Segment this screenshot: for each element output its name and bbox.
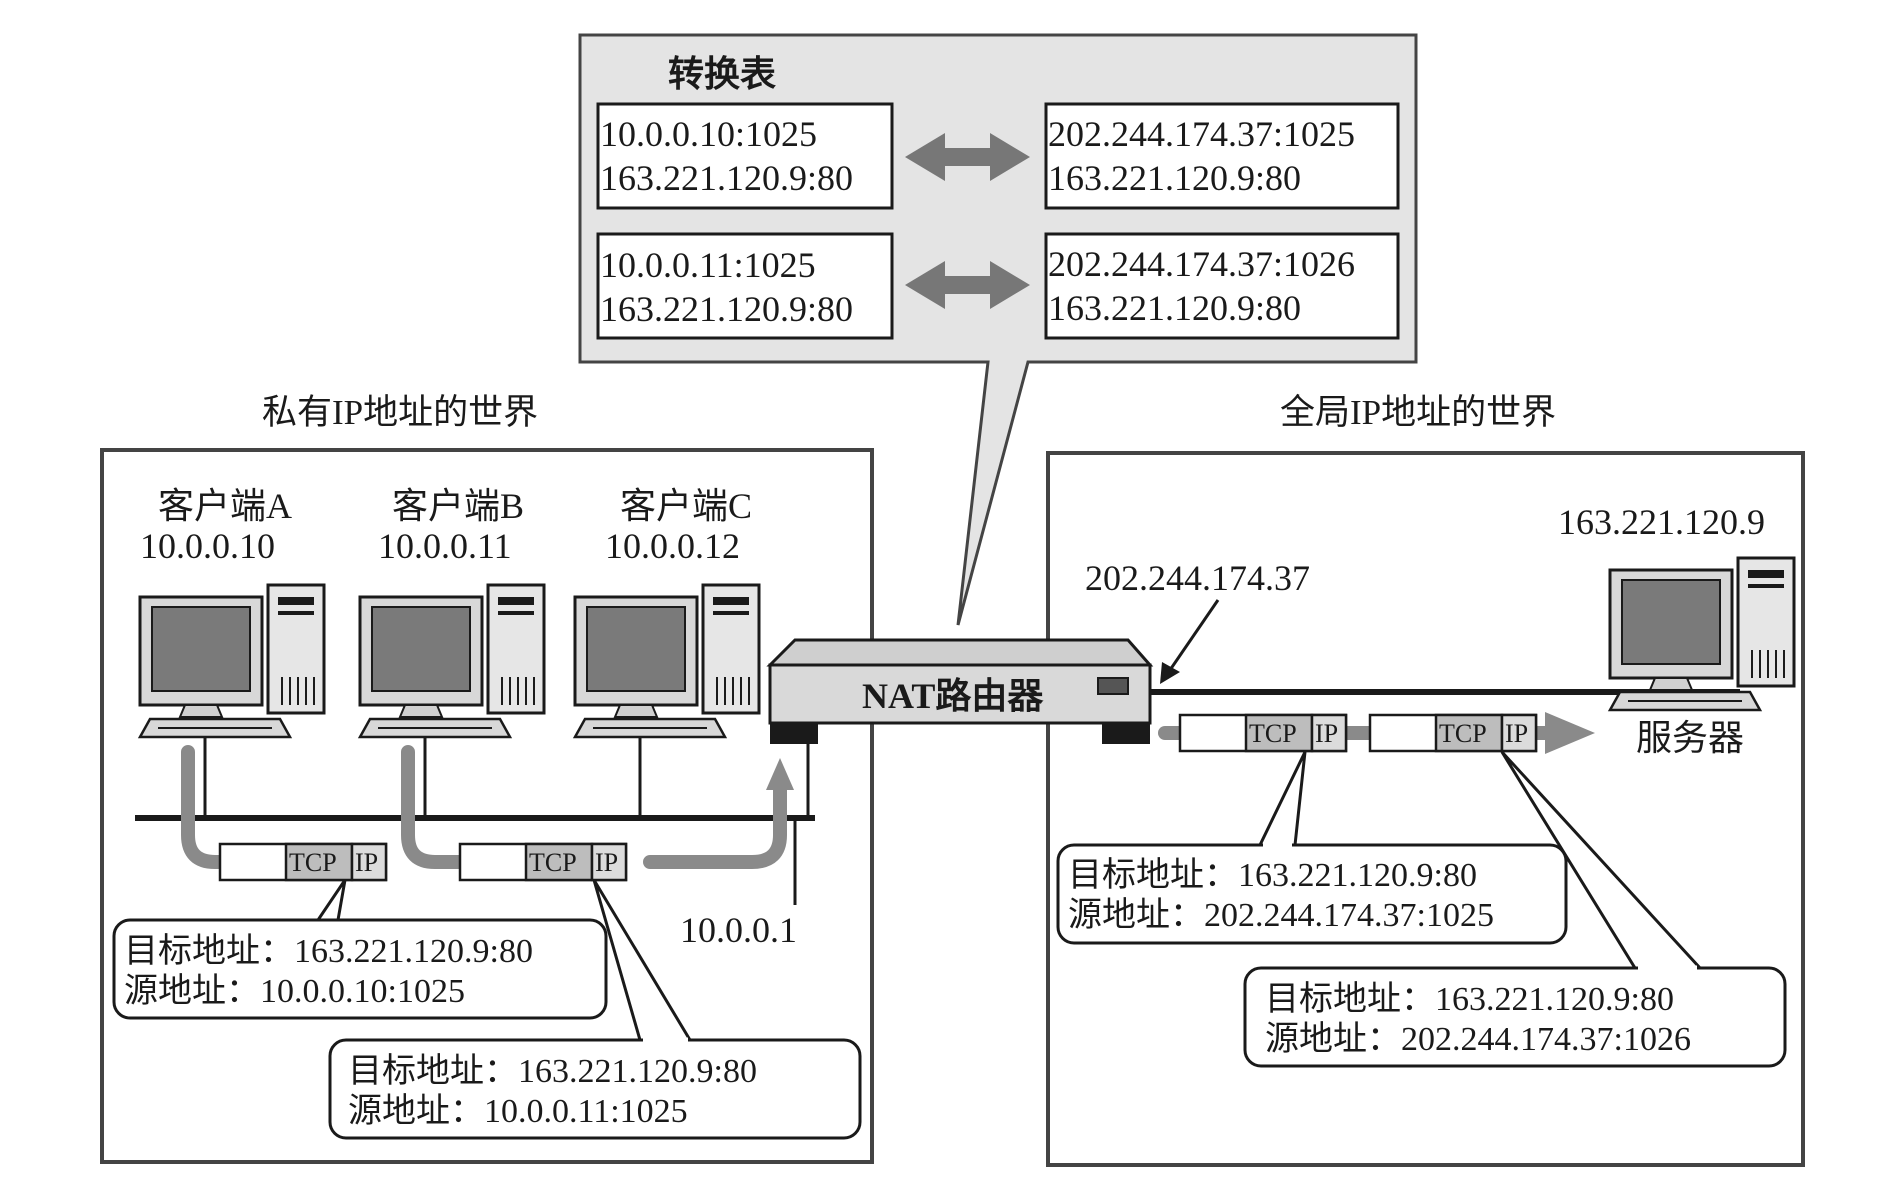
- global-world-label: 全局IP地址的世界: [1280, 393, 1556, 432]
- table-row: 10.0.0.11:1025 163.221.120.9:80 202.244.…: [596, 232, 1400, 340]
- server-name: 服务器: [1636, 718, 1744, 758]
- destination-address: 目标地址：163.221.120.9:80: [124, 932, 533, 970]
- public-destination-address: 163.221.120.9:80: [1048, 158, 1301, 198]
- destination-address: 目标地址：163.221.120.9:80: [348, 1052, 757, 1090]
- packet-ip-label: IP: [1315, 719, 1338, 748]
- private-flow-arrows: [181, 745, 794, 869]
- bidirectional-arrow-icon: [905, 133, 1030, 181]
- packet-tcp-label: TCP: [289, 848, 337, 877]
- packet-ip-label: IP: [355, 848, 378, 877]
- client-name: 客户端A: [158, 486, 292, 526]
- destination-address: 目标地址：163.221.120.9:80: [1265, 980, 1674, 1018]
- bidirectional-arrow-icon: [905, 261, 1030, 309]
- destination-address: 目标地址：163.221.120.9:80: [1068, 856, 1477, 894]
- conversion-table-title: 转换表: [668, 54, 776, 94]
- packet-callout: 目标地址：163.221.120.9:80 源地址：202.244.174.37…: [1243, 750, 1787, 1068]
- client-name: 客户端C: [620, 486, 752, 526]
- public-destination-address: 163.221.120.9:80: [1048, 288, 1301, 328]
- public-source-address: 202.244.174.37:1025: [1048, 114, 1355, 154]
- gateway-ip: 10.0.0.1: [680, 910, 797, 950]
- client-ip: 10.0.0.10: [140, 526, 275, 566]
- private-source-address: 10.0.0.11:1025: [600, 245, 816, 285]
- packet-tcp-label: TCP: [529, 848, 577, 877]
- source-address: 源地址：202.244.174.37:1025: [1068, 896, 1494, 934]
- table-row: 10.0.0.10:1025 163.221.120.9:80 202.244.…: [596, 102, 1400, 210]
- packet-ip-label: IP: [595, 848, 618, 877]
- private-world-region: 客户端A 10.0.0.10 客户端B 10.0.0.11 客户端C 10.0.…: [100, 448, 874, 1164]
- private-world-label: 私有IP地址的世界: [262, 393, 538, 432]
- global-world-region: 202.244.174.37 163.221.120.9 服务器 TCP IP …: [1046, 451, 1805, 1167]
- server-ip: 163.221.120.9: [1558, 502, 1765, 542]
- private-destination-address: 163.221.120.9:80: [600, 158, 853, 198]
- private-destination-address: 163.221.120.9:80: [600, 289, 853, 329]
- public-address-box: [1044, 102, 1400, 210]
- public-address-box: [1044, 232, 1400, 340]
- packet-tcp-label: TCP: [1439, 719, 1487, 748]
- source-address: 源地址：202.244.174.37:1026: [1265, 1020, 1691, 1058]
- router-icon: NAT路由器: [766, 638, 1154, 744]
- private-address-box: [596, 232, 894, 340]
- packet-callout: 目标地址：163.221.120.9:80 源地址：202.244.174.37…: [1056, 751, 1568, 945]
- router-public-ip: 202.244.174.37: [1085, 558, 1310, 598]
- conversion-table: 转换表 10.0.0.10:1025 163.221.120.9:80 202.…: [578, 33, 1418, 626]
- client-name: 客户端B: [392, 486, 524, 526]
- packet-tcp-label: TCP: [1249, 719, 1297, 748]
- client-ip: 10.0.0.11: [378, 526, 512, 566]
- private-address-box: [596, 102, 894, 210]
- source-address: 源地址：10.0.0.10:1025: [124, 972, 465, 1010]
- packet-callout: 目标地址：163.221.120.9:80 源地址：10.0.0.11:1025: [328, 879, 862, 1140]
- lan-drops: [203, 738, 810, 818]
- private-source-address: 10.0.0.10:1025: [600, 114, 817, 154]
- public-source-address: 202.244.174.37:1026: [1048, 244, 1355, 284]
- client-ip: 10.0.0.12: [605, 526, 740, 566]
- packet-ip-label: IP: [1505, 719, 1528, 748]
- packet-callout: 目标地址：163.221.120.9:80 源地址：10.0.0.10:1025: [112, 879, 608, 1020]
- router-label: NAT路由器: [862, 676, 1044, 716]
- source-address: 源地址：10.0.0.11:1025: [348, 1092, 688, 1130]
